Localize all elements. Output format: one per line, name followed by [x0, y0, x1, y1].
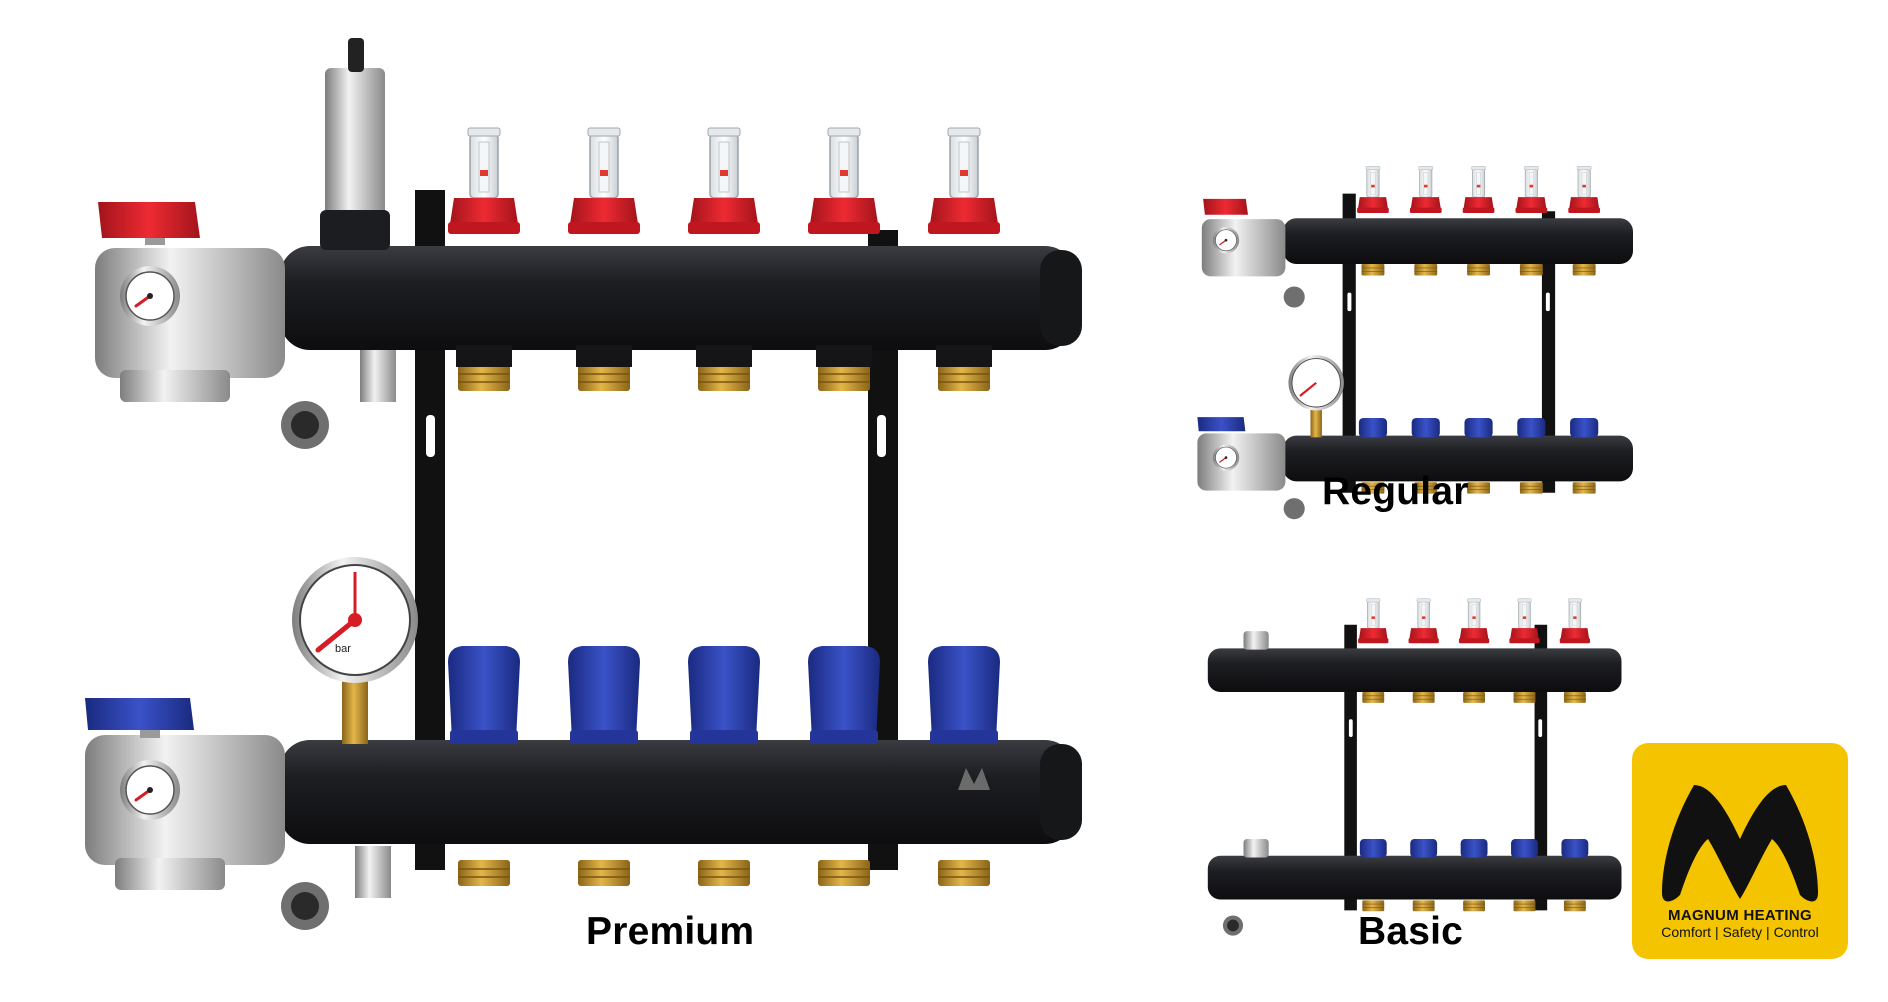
magnum-heating-logo: MAGNUM HEATING Comfort | Safety | Contro… — [1632, 743, 1848, 959]
logo-brand-name: MAGNUM HEATING — [1668, 907, 1812, 924]
premium-label: Premium — [586, 910, 755, 953]
premium-manifold: bar — [85, 38, 1082, 930]
regular-label: Regular — [1322, 470, 1469, 513]
logo-tagline: Comfort | Safety | Control — [1661, 924, 1819, 940]
magnum-m-logo-icon — [1632, 743, 1848, 959]
basic-label: Basic — [1358, 910, 1464, 953]
regular-manifold — [1197, 165, 1633, 520]
gauge-unit-label: bar — [335, 643, 351, 655]
basic-manifold — [1207, 598, 1622, 936]
